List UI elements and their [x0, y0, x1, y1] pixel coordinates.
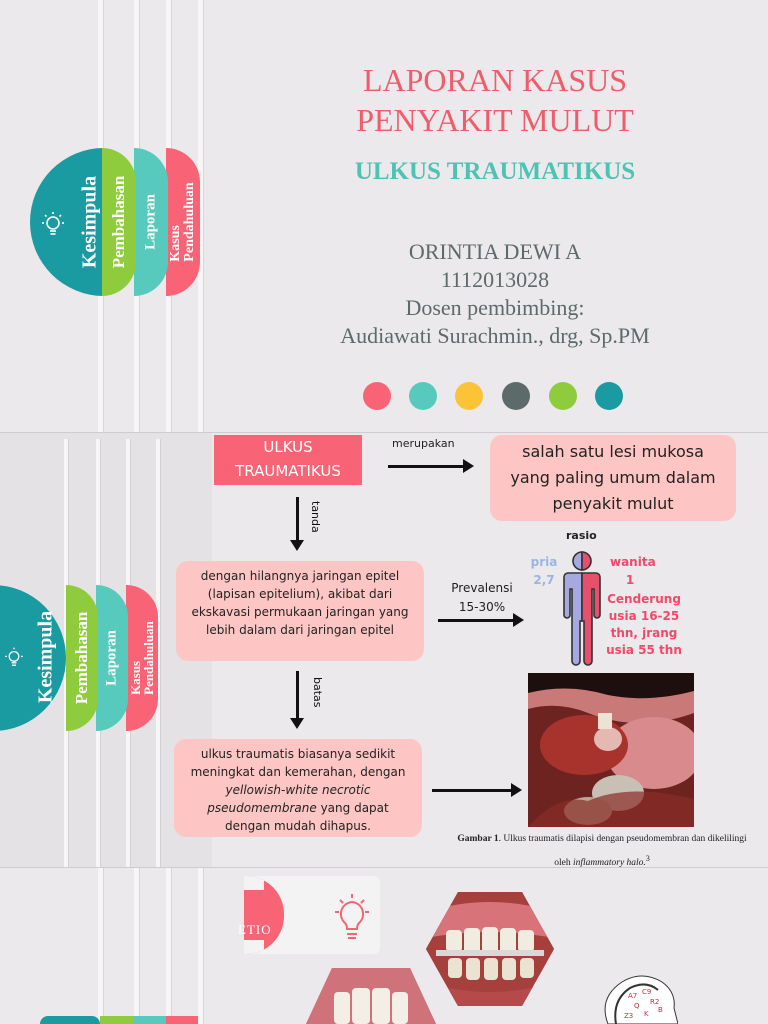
etiology-label: ETIO [238, 922, 272, 937]
tab-laporan[interactable]: Laporan [96, 585, 128, 731]
ratio-label: rasio [566, 529, 597, 542]
etiology-card: ETIO [238, 876, 380, 954]
svg-text:Z3: Z3 [624, 1012, 633, 1020]
slide-divider [0, 867, 768, 868]
age-note: Cenderung usia 16-25 thn, jrang usia 55 … [606, 592, 682, 657]
tab-pembahasan[interactable]: Pembahasan [102, 148, 136, 296]
slide-divider [0, 432, 768, 433]
nav-strip [198, 0, 204, 432]
figure-caption: Gambar 1. Ulkus traumatis dilapisi denga… [457, 834, 747, 867]
svg-text:K: K [644, 1010, 649, 1018]
tab-label: Pembahasan [109, 175, 128, 269]
svg-text:A7: A7 [628, 992, 637, 1000]
relation-label: merupakan [392, 437, 455, 450]
svg-text:R2: R2 [650, 998, 659, 1006]
nav-strip [198, 868, 204, 1024]
definition-box: salah satu lesi mukosa yang paling umum … [490, 435, 736, 521]
ratio-female: wanita 1 [610, 555, 656, 587]
page-subtitle: ULKUS TRAUMATIKUS [354, 158, 636, 185]
author-block: ORINTIA DEWI A 1112013028 Dosen pembimbi… [340, 239, 650, 348]
lightbulb-icon [332, 894, 372, 949]
arrow [432, 783, 522, 797]
relation-label: batas [311, 677, 324, 708]
etiology-tab [244, 876, 284, 954]
tab-kesimpulan[interactable]: Kesimpula [0, 585, 66, 731]
arrow [290, 671, 304, 729]
tab-laporan[interactable] [134, 1016, 166, 1024]
teeth-photo [426, 892, 554, 1006]
tab-label: Kesimpula [34, 610, 57, 704]
clinical-photo [528, 673, 694, 827]
color-dot [363, 382, 391, 410]
lightbulb-icon [2, 645, 26, 676]
tab-kesimpulan[interactable]: Kesimpula [30, 148, 102, 296]
nav-strip [98, 868, 104, 1024]
tab-laporan[interactable]: Laporan [134, 148, 168, 296]
person-gender-icon [560, 549, 604, 672]
arrow [438, 613, 524, 627]
nav-strip [166, 868, 172, 1024]
color-dot [549, 382, 577, 410]
gum-photo [306, 968, 436, 1024]
color-dot [502, 382, 530, 410]
tab-label: Laporan [103, 630, 120, 686]
arrow [388, 459, 474, 473]
sign-box: dengan hilangnya jaringan epitel (lapisa… [176, 561, 424, 661]
arrow [290, 497, 304, 551]
tab-pendahuluan[interactable] [166, 1016, 198, 1024]
nav-strip [134, 868, 140, 1024]
tab-label: Pembahasan [72, 611, 91, 705]
color-dot [595, 382, 623, 410]
tab-pembahasan[interactable] [100, 1016, 134, 1024]
tab-pembahasan[interactable]: Pembahasan [66, 585, 98, 731]
page-title: LAPORAN KASUS PENYAKIT MULUT [356, 62, 634, 138]
nav-strip [156, 439, 161, 867]
topic-label: ULKUS TRAUMATIKUS [214, 435, 362, 485]
lightbulb-icon [38, 210, 68, 245]
color-dot [409, 382, 437, 410]
svg-text:B: B [658, 1006, 663, 1014]
tab-label: Laporan [142, 194, 159, 250]
prevalence-label: Prevalensi 15-30% [451, 581, 513, 614]
svg-text:Q: Q [634, 1002, 640, 1010]
border-box: ulkus traumatis biasanya sedikit meningk… [174, 739, 422, 837]
color-dot [455, 382, 483, 410]
ratio-male: pria 2,7 [530, 555, 558, 587]
tab-label: Kesimpula [78, 175, 101, 269]
svg-text:C9: C9 [642, 988, 651, 996]
tab-kesimpulan[interactable] [40, 1016, 100, 1024]
relation-label: tanda [309, 501, 322, 533]
